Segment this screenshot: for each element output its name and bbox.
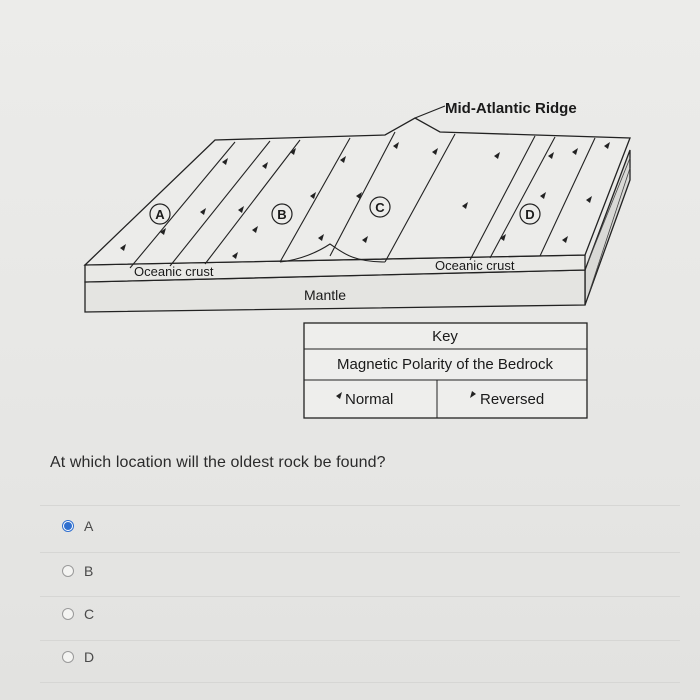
option-a-label: A — [84, 518, 94, 534]
mantle-label: Mantle — [304, 287, 346, 303]
option-divider — [40, 505, 680, 506]
option-a-radio[interactable] — [62, 520, 74, 532]
option-divider — [40, 552, 680, 553]
location-d-label: D — [525, 207, 534, 222]
option-b-label: B — [84, 563, 94, 579]
option-c-radio[interactable] — [62, 608, 74, 620]
location-b-marker: B — [271, 203, 293, 225]
key-table: Key Magnetic Polarity of the Bedrock Nor… — [303, 322, 588, 419]
key-subtitle: Magnetic Polarity of the Bedrock — [337, 356, 553, 373]
key-reversed-label: Reversed — [480, 391, 544, 408]
option-c[interactable]: C — [62, 604, 94, 624]
normal-arrow-icon — [336, 392, 342, 399]
seafloor-spreading-diagram: Mid-Atlantic Ridge A B C D Oceanic crust… — [83, 100, 631, 419]
location-c-marker: C — [369, 196, 391, 218]
key-normal-label: Normal — [345, 391, 393, 408]
key-title: Key — [432, 328, 458, 345]
option-divider — [40, 596, 680, 597]
oceanic-crust-left-label: Oceanic crust — [134, 264, 214, 279]
option-d-radio[interactable] — [62, 651, 74, 663]
option-b[interactable]: B — [62, 561, 93, 581]
option-a[interactable]: A — [62, 516, 93, 536]
option-b-radio[interactable] — [62, 565, 74, 577]
location-b-label: B — [277, 207, 286, 222]
ocean-floor-top — [83, 117, 631, 266]
ridge-valley — [279, 243, 386, 263]
reversed-arrow-icon — [470, 391, 476, 398]
polarity-arrows — [120, 142, 610, 259]
magnetic-stripes — [129, 131, 596, 269]
location-d-marker: D — [519, 203, 541, 225]
option-d[interactable]: D — [62, 647, 94, 667]
question-text: At which location will the oldest rock b… — [50, 454, 386, 471]
location-c-label: C — [375, 200, 385, 215]
oceanic-crust-right-label: Oceanic crust — [435, 258, 515, 273]
option-divider — [40, 640, 680, 641]
ridge-label: Mid-Atlantic Ridge — [445, 100, 577, 117]
location-a-marker: A — [149, 203, 171, 225]
option-divider — [40, 682, 680, 683]
location-a-label: A — [155, 207, 165, 222]
option-d-label: D — [84, 649, 95, 665]
option-c-label: C — [84, 606, 95, 622]
